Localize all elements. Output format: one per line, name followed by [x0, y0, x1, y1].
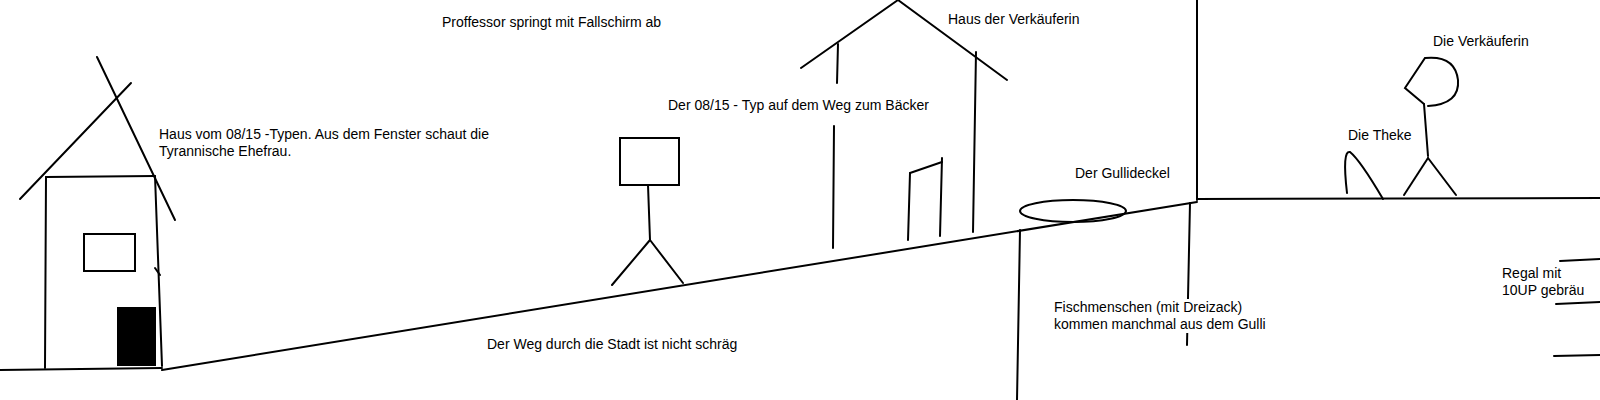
house-label: Haus der Verkäuferin: [946, 11, 1082, 28]
road-label: Der Weg durch die Stadt ist nicht schräg: [485, 336, 739, 353]
note-text: Fischmenschen (mit Dreizack) kommen manc…: [1052, 299, 1271, 333]
note-text: Proffessor springt mit Fallschirm ab: [440, 14, 663, 31]
manhole-label: Der Gullideckel: [1073, 165, 1172, 182]
figure-label: Der 08/15 - Typ auf dem Weg zum Bäcker: [666, 97, 931, 114]
figure-label: Die Verkäuferin: [1431, 33, 1531, 50]
shelf-label: Regal mit 10UP gebräu: [1500, 265, 1596, 299]
house-label: Haus vom 08/15 -Typen. Aus dem Fenster s…: [157, 126, 506, 160]
counter-label: Die Theke: [1346, 127, 1414, 144]
